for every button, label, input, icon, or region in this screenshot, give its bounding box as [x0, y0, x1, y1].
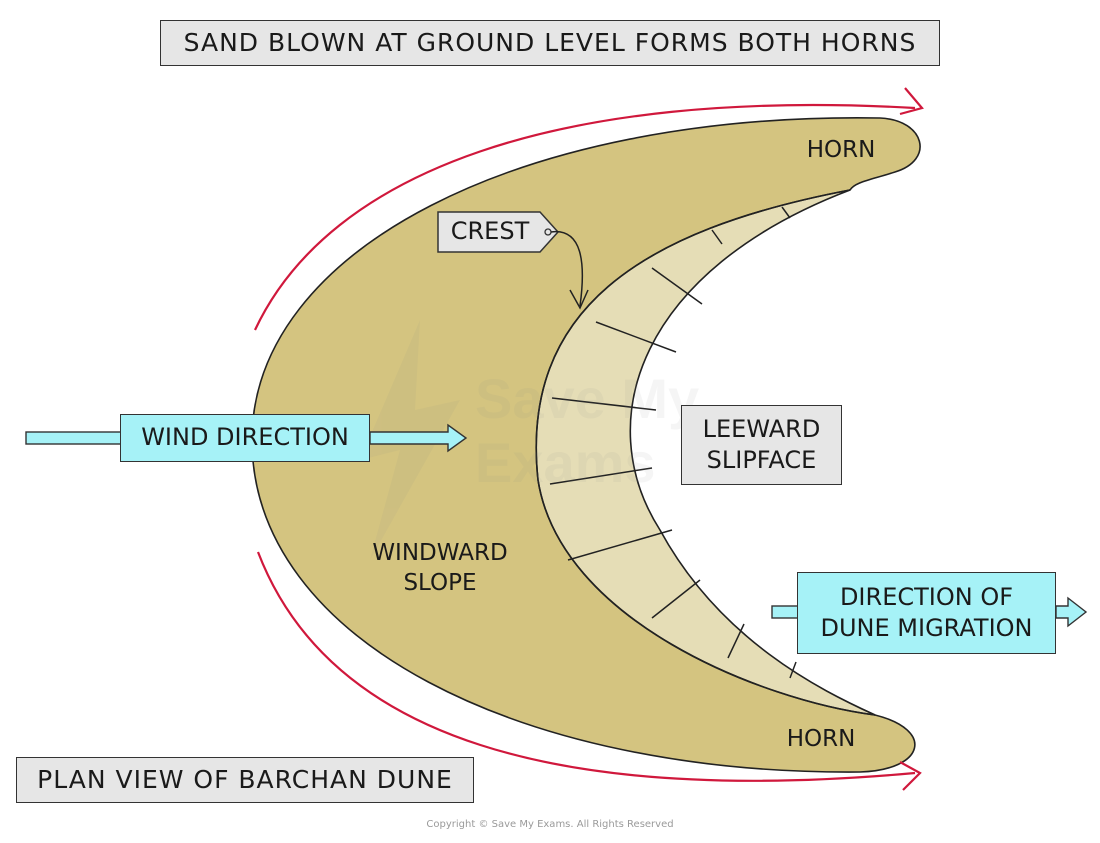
- hatch-tick: [549, 467, 653, 485]
- hatch-tick: [781, 206, 791, 219]
- horn-label-bottom-text: HORN: [786, 726, 856, 753]
- top-horn-wind-curve: [254, 103, 916, 331]
- hatch-tick: [567, 529, 673, 561]
- bottom-horn-arrowhead-icon: [899, 761, 922, 791]
- diagram-title: SAND BLOWN AT GROUND LEVEL FORMS BOTH HO…: [160, 20, 940, 66]
- wind-direction-text: WIND DIRECTION: [141, 423, 349, 452]
- hatch-tick: [651, 267, 703, 305]
- hatch-tick: [651, 579, 701, 619]
- hatch-tick: [551, 397, 657, 411]
- plan-view-text: PLAN VIEW OF BARCHAN DUNE: [37, 764, 453, 794]
- horn-label-top: HORN: [796, 135, 886, 167]
- crest-tag: [437, 211, 589, 310]
- wind-direction-arrow: [25, 423, 468, 453]
- migration-arrow-tail: [771, 605, 799, 619]
- wind-direction-label: WIND DIRECTION: [120, 414, 370, 462]
- bottom-horn-wind-curve: [256, 551, 916, 782]
- slipface-hatching: [549, 206, 797, 679]
- windward-label-line1: WINDWARD: [372, 540, 508, 567]
- hatch-tick: [711, 229, 723, 245]
- dune-migration-label: DIRECTION OF DUNE MIGRATION: [797, 572, 1056, 654]
- leeward-label-line2: SLIPFACE: [706, 446, 817, 474]
- watermark-text-line2: Exams: [475, 431, 656, 494]
- wind-arrowhead-icon: [369, 423, 468, 453]
- migration-arrowhead-icon: [1055, 596, 1088, 628]
- leeward-slipface-label: LEEWARD SLIPFACE: [681, 405, 842, 485]
- leeward-label-line1: LEEWARD: [702, 414, 821, 443]
- diagram-title-text: SAND BLOWN AT GROUND LEVEL FORMS BOTH HO…: [183, 27, 917, 57]
- migration-label-line1: DIRECTION OF: [839, 582, 1014, 611]
- hatch-tick: [595, 321, 677, 353]
- plan-view-label: PLAN VIEW OF BARCHAN DUNE: [16, 757, 474, 803]
- windward-label-line2: SLOPE: [403, 570, 477, 596]
- hatch-tick: [789, 661, 797, 679]
- windward-slope-label: WINDWARD SLOPE: [340, 534, 540, 604]
- crest-pointer-arrowhead-icon: [569, 289, 589, 310]
- copyright-text: Copyright © Save My Exams. All Rights Re…: [426, 818, 674, 830]
- migration-arrow: [771, 596, 1088, 628]
- top-horn-arrowhead-icon: [899, 87, 924, 116]
- crest-pointer-line: [550, 231, 584, 307]
- crest-label: CREST: [444, 214, 536, 250]
- watermark-text-line1: Save My: [475, 367, 699, 430]
- crest-line: [535, 189, 876, 716]
- hatch-tick: [727, 623, 745, 659]
- wind-arrow-tail: [25, 431, 123, 445]
- copyright-notice: Copyright © Save My Exams. All Rights Re…: [330, 816, 770, 832]
- migration-label-line2: DUNE MIGRATION: [820, 614, 1033, 642]
- crest-tag-shape: [437, 211, 560, 253]
- horn-label-bottom: HORN: [774, 724, 868, 756]
- crest-label-text: CREST: [450, 217, 530, 246]
- horn-label-top-text: HORN: [806, 137, 876, 164]
